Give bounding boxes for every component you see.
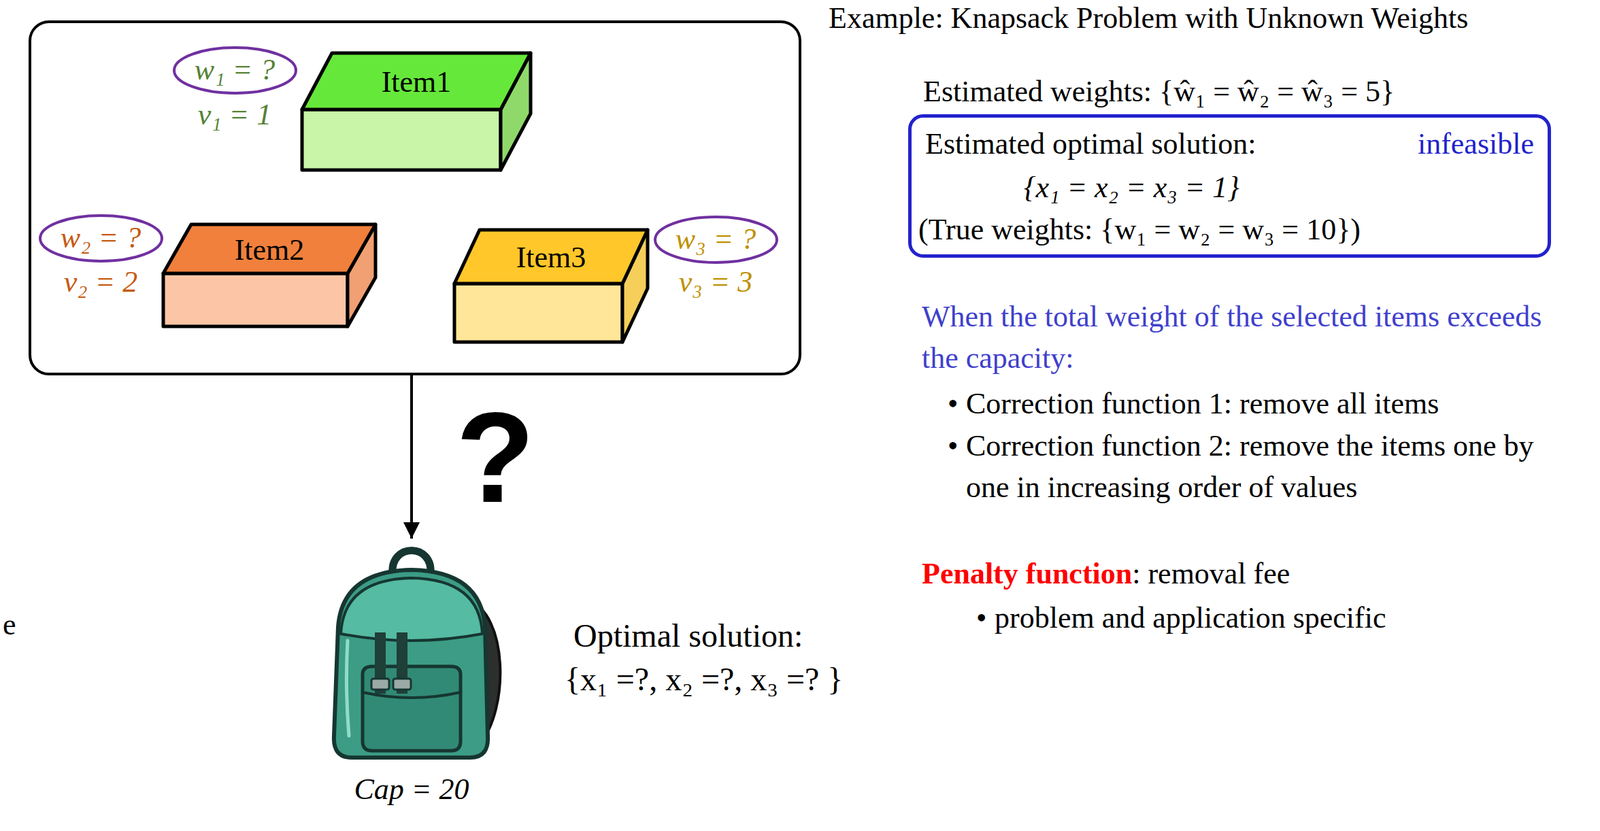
- knapsack-highlight: [346, 640, 349, 737]
- weight-ellipse-outline: [40, 215, 162, 262]
- solution-heading: Optimal solution:: [573, 614, 803, 657]
- note-text: When the total weight of the selected it…: [921, 295, 1562, 379]
- bullet: •: [947, 425, 958, 467]
- value-label: v₃ = 3: [678, 261, 754, 303]
- estimate-text: Estimated optimal solution:: [925, 123, 1256, 165]
- bullet-text: Correction function 2: remove the items …: [965, 425, 1538, 509]
- bullet: •: [947, 382, 958, 425]
- item-box: Item1: [302, 53, 531, 171]
- estimate-line: Estimated weights: {ŵ₁ = ŵ₂ = ŵ₃ = 5}: [923, 70, 1395, 113]
- value-label: v₁ = 1: [197, 93, 273, 136]
- item-front-face: [302, 109, 501, 171]
- penalty-text: : removal fee: [1131, 553, 1290, 595]
- item-top-face: [163, 224, 376, 274]
- flow-arrow: [410, 375, 413, 539]
- item-label: Item2: [234, 234, 305, 267]
- weight-label: w₂ = ?: [60, 221, 141, 255]
- question-mark: ?: [455, 392, 535, 522]
- value-label: v₂ = 2: [63, 261, 139, 303]
- items-panel: Item1 w₁ = ? Item2 w₂ = ? Item3 w₃ = ?: [28, 20, 802, 376]
- bullet: •: [976, 597, 987, 639]
- item-front-face: [454, 283, 623, 343]
- item-label: Item1: [381, 65, 452, 99]
- weight-label: w₃ = ?: [675, 223, 756, 256]
- penalty-heading: Penalty function: [921, 553, 1132, 595]
- weight-ellipse: w₂ = ?: [38, 214, 164, 263]
- estimate-text: (True weights: {w₁ = w₂ = w₃ = 10}): [918, 208, 1361, 251]
- bullet-text: Correction function 1: remove all items: [965, 382, 1439, 425]
- item-top-face: [302, 53, 531, 110]
- solution-vector: {x₁ =?, x₂ =?, x₃ =? }: [564, 658, 843, 700]
- weight-ellipse-outline: [174, 47, 296, 94]
- diagram-title: Example: Knapsack Problem with Unknown W…: [828, 0, 1469, 37]
- knapsack-flap: [340, 578, 483, 641]
- weight-ellipse: w₁ = ?: [172, 46, 298, 95]
- estimate-text: {x₁ = x₂ = x₃ = 1}: [1023, 166, 1240, 209]
- weight-label: w₁ = ?: [194, 53, 275, 87]
- estimate-box: Estimated optimal solution: infeasible {x₁…: [908, 114, 1552, 258]
- item-box: Item3: [454, 229, 648, 343]
- item-box: Item2: [163, 224, 376, 327]
- weight-ellipse: w₃ = ?: [653, 215, 779, 264]
- knapsack-buckle: [371, 678, 390, 690]
- stray-letter: e: [2, 604, 17, 646]
- knapsack-body: [334, 570, 488, 758]
- knapsack-illustration: [309, 538, 514, 764]
- item-label: Item3: [516, 241, 587, 275]
- item-top-face: [454, 229, 648, 284]
- item-front-face: [163, 273, 348, 327]
- knapsack-icon: Cap = 20: [309, 538, 514, 810]
- knapsack-buckle: [393, 678, 411, 690]
- status-label: infeasible: [1417, 123, 1535, 165]
- bullet-text: problem and application specific: [994, 597, 1566, 639]
- weight-ellipse-outline: [655, 217, 777, 263]
- capacity-label: Cap = 20: [353, 773, 469, 807]
- knapsack-pocket: [362, 666, 461, 752]
